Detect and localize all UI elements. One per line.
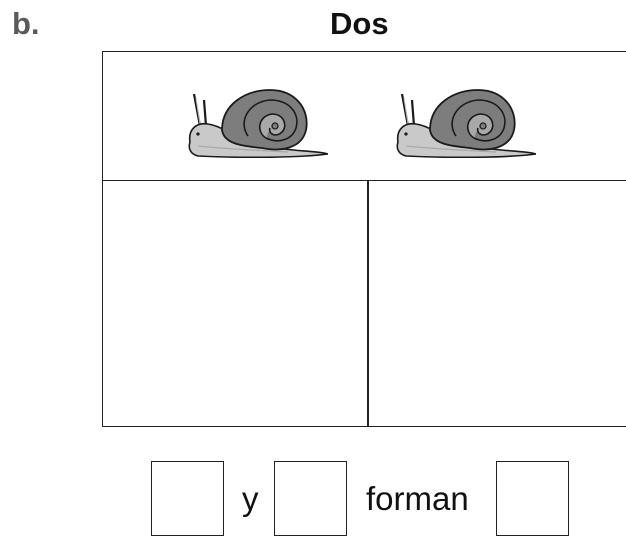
snail-icon xyxy=(188,89,328,158)
equation-row: y forman xyxy=(0,461,626,537)
sum-box[interactable] xyxy=(496,461,569,536)
problem-label: b. xyxy=(12,6,40,41)
snail-icon xyxy=(396,89,536,158)
number-bond-mat xyxy=(102,51,626,427)
part-right-cell[interactable] xyxy=(369,182,626,426)
part-left-cell[interactable] xyxy=(103,182,366,426)
addend-1-box[interactable] xyxy=(151,461,224,536)
page-title: Dos xyxy=(330,6,389,41)
part-divider xyxy=(367,181,369,427)
addend-2-box[interactable] xyxy=(274,461,347,536)
result-word: forman xyxy=(366,480,469,517)
whole-section xyxy=(103,52,626,181)
connector-word: y xyxy=(242,480,259,517)
